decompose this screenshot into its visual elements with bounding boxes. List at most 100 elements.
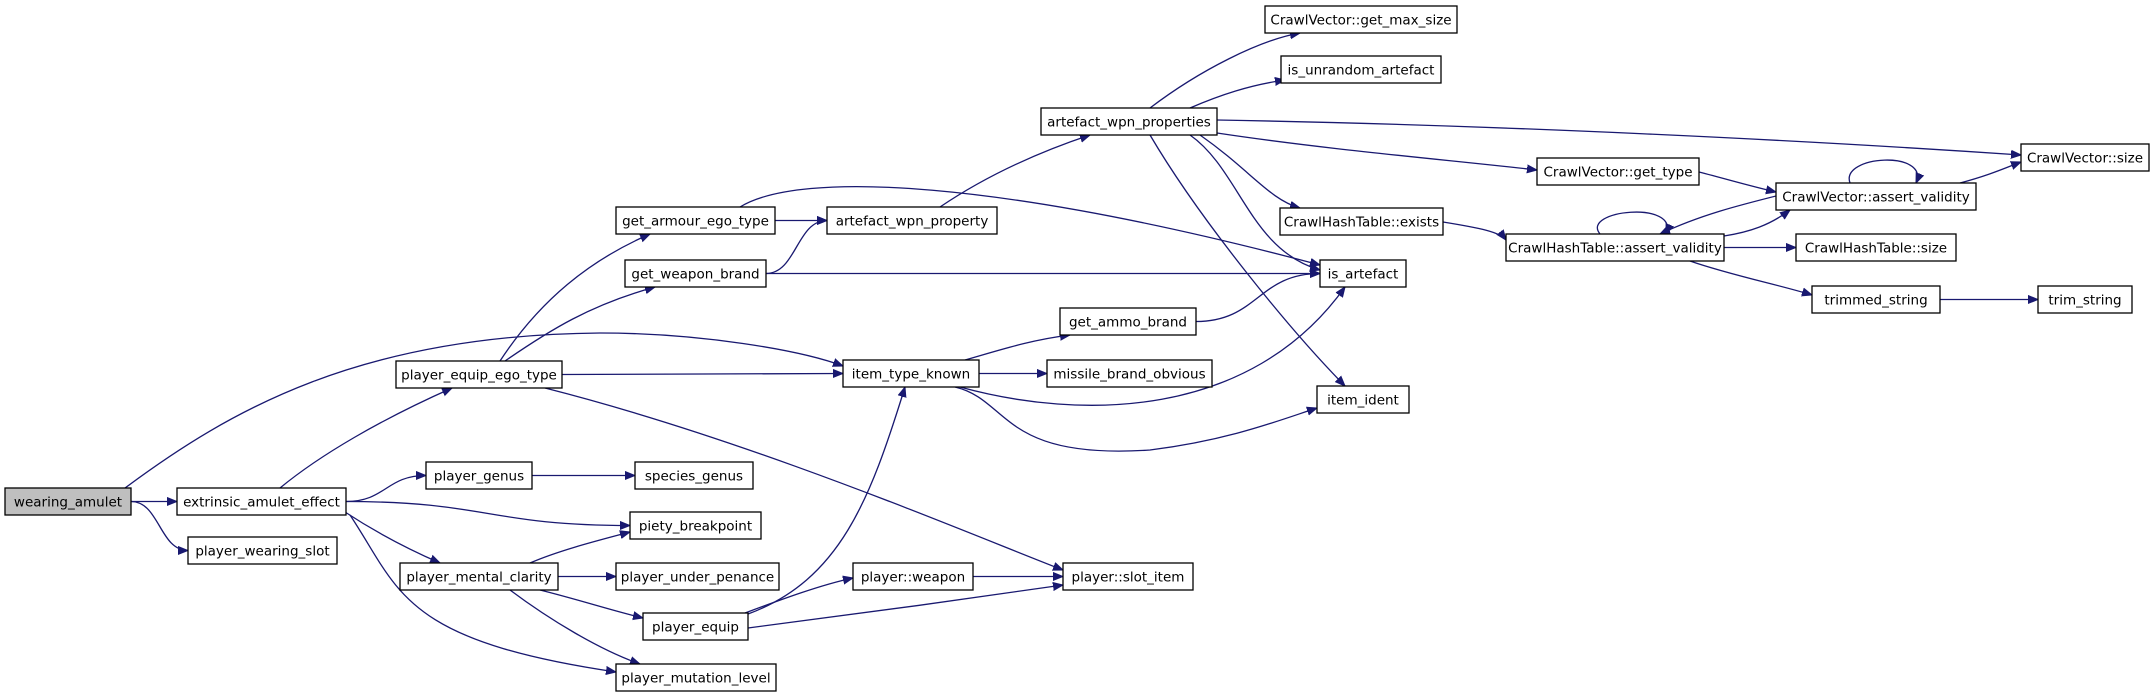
edge-extrinsic-amulet-effect-to-player-mutation-level (349, 514, 616, 672)
node-species-genus[interactable]: species_genus (634, 461, 754, 490)
node-extrinsic-amulet-effect[interactable]: extrinsic_amulet_effect (176, 487, 347, 516)
node-box (629, 511, 762, 540)
node-player-weapon[interactable]: player::weapon (852, 562, 974, 591)
edge-item-type-known-to-item-ident (954, 386, 1317, 452)
edge-get-weapon-brand-to-artefact-wpn-property (765, 221, 828, 275)
node-player-slot-item[interactable]: player::slot_item (1062, 562, 1194, 591)
node-player-under-penance[interactable]: player_under_penance (615, 562, 780, 591)
node-item-ident[interactable]: item_ident (1316, 385, 1410, 414)
node-player-mutation-level[interactable]: player_mutation_level (615, 663, 777, 692)
node-player-equip-ego-type[interactable]: player_equip_ego_type (395, 360, 563, 389)
node-label: CrawlHashTable::exists (1284, 215, 1439, 231)
edge-artefact-wpn-properties-to-cv-get-type (1216, 132, 1537, 170)
node-label: player_equip_ego_type (401, 368, 557, 384)
node-box (1062, 562, 1194, 591)
node-cv-get-max-size[interactable]: CrawlVector::get_max_size (1264, 5, 1458, 34)
node-label: item_type_known (852, 367, 970, 383)
node-box (1046, 359, 1213, 388)
node-box (842, 359, 980, 388)
node-box (399, 562, 559, 591)
edge-player-equip-ego-type-to-get-weapon-brand (504, 287, 655, 362)
node-player-genus[interactable]: player_genus (425, 461, 533, 490)
node-box (2020, 143, 2150, 172)
edge-item-type-known-to-get-ammo-brand (964, 335, 1070, 361)
node-label: CrawlHashTable::size (1805, 241, 1947, 257)
node-label: piety_breakpoint (639, 519, 752, 535)
node-box (1536, 157, 1700, 186)
node-label: get_armour_ego_type (622, 214, 769, 230)
node-get-ammo-brand[interactable]: get_ammo_brand (1059, 307, 1197, 336)
node-box (1316, 385, 1410, 414)
node-box (624, 259, 767, 288)
node-box (634, 461, 754, 490)
node-box (425, 461, 533, 490)
node-artefact-wpn-property[interactable]: artefact_wpn_property (826, 206, 998, 235)
node-label: player_under_penance (621, 570, 774, 586)
node-label: get_weapon_brand (631, 267, 759, 283)
node-cht-size[interactable]: CrawlHashTable::size (1795, 233, 1957, 262)
node-artefact-wpn-properties[interactable]: artefact_wpn_properties (1040, 107, 1218, 136)
edge-player-equip-to-player-weapon (744, 578, 853, 614)
node-box (1795, 233, 1957, 262)
node-missile-brand-obvious[interactable]: missile_brand_obvious (1046, 359, 1213, 388)
node-label: artefact_wpn_property (836, 214, 989, 230)
edge-artefact-wpn-properties-to-cht-exists (1199, 134, 1300, 208)
node-cv-get-type[interactable]: CrawlVector::get_type (1536, 157, 1700, 186)
node-label: species_genus (645, 469, 743, 485)
edges-layer (124, 33, 2038, 672)
node-box (1775, 182, 1977, 211)
edge-extrinsic-amulet-effect-to-piety-breakpoint (345, 500, 630, 526)
node-label: wearing_amulet (14, 495, 122, 511)
node-player-mental-clarity[interactable]: player_mental_clarity (399, 562, 559, 591)
node-label: extrinsic_amulet_effect (183, 495, 340, 511)
node-box (1279, 207, 1444, 236)
node-label: get_ammo_brand (1069, 315, 1187, 331)
edge-player-equip-ego-type-to-item-type-known (561, 374, 843, 375)
node-get-armour-ego-type[interactable]: get_armour_ego_type (615, 206, 776, 235)
node-wearing-amulet[interactable]: wearing_amulet (4, 487, 132, 516)
edge-player-equip-ego-type-to-get-armour-ego-type (499, 233, 650, 362)
edge-extrinsic-amulet-effect-to-player-equip-ego-type (279, 387, 452, 489)
node-label: artefact_wpn_properties (1047, 115, 1211, 131)
node-player-wearing-slot[interactable]: player_wearing_slot (187, 536, 338, 565)
node-box (826, 206, 998, 235)
node-get-weapon-brand[interactable]: get_weapon_brand (624, 259, 767, 288)
edge-get-armour-ego-type-to-is-artefact (739, 185, 1320, 265)
edge-cv-get-type-to-cv-assert-validity (1698, 171, 1776, 192)
node-box (615, 206, 776, 235)
edge-player-equip-to-player-slot-item (747, 585, 1063, 629)
node-is-artefact[interactable]: is_artefact (1319, 259, 1407, 288)
node-box (1280, 55, 1442, 84)
edge-wearing-amulet-to-player-wearing-slot (130, 500, 189, 551)
node-cht-exists[interactable]: CrawlHashTable::exists (1279, 207, 1444, 236)
edge-artefact-wpn-properties-to-cv-size (1216, 119, 2021, 155)
node-player-equip[interactable]: player_equip (642, 612, 749, 641)
node-trim-string[interactable]: trim_string (2037, 285, 2133, 314)
node-label: player_equip (652, 620, 739, 636)
edge-wearing-amulet-to-item-type-known (124, 332, 843, 489)
node-piety-breakpoint[interactable]: piety_breakpoint (629, 511, 762, 540)
node-label: item_ident (1327, 393, 1399, 409)
node-label: player::slot_item (1072, 570, 1185, 586)
node-cv-size[interactable]: CrawlVector::size (2020, 143, 2150, 172)
node-label: CrawlVector::assert_validity (1782, 190, 1970, 206)
node-trimmed-string[interactable]: trimmed_string (1811, 285, 1941, 314)
node-is-unrandom-artefact[interactable]: is_unrandom_artefact (1280, 55, 1442, 84)
node-cv-assert-validity[interactable]: CrawlVector::assert_validity (1775, 182, 1977, 211)
node-label: player_mutation_level (621, 671, 770, 687)
node-box (395, 360, 563, 389)
node-box (615, 562, 780, 591)
node-item-type-known[interactable]: item_type_known (842, 359, 980, 388)
edge-extrinsic-amulet-effect-to-player-genus (345, 476, 426, 503)
node-cht-assert-validity[interactable]: CrawlHashTable::assert_validity (1505, 233, 1725, 262)
edge-player-mental-clarity-to-piety-breakpoint (529, 532, 630, 564)
node-label: trim_string (2048, 293, 2121, 309)
edge-item-type-known-to-is-artefact (959, 287, 1345, 406)
node-box (1505, 233, 1725, 262)
edge-cht-assert-validity-to-cv-assert-validity (1723, 210, 1790, 237)
edge-cv-assert-validity-to-cv-size (1959, 162, 2021, 184)
node-box (2037, 285, 2133, 314)
edge-artefact-wpn-property-to-artefact-wpn-properties (939, 135, 1090, 208)
